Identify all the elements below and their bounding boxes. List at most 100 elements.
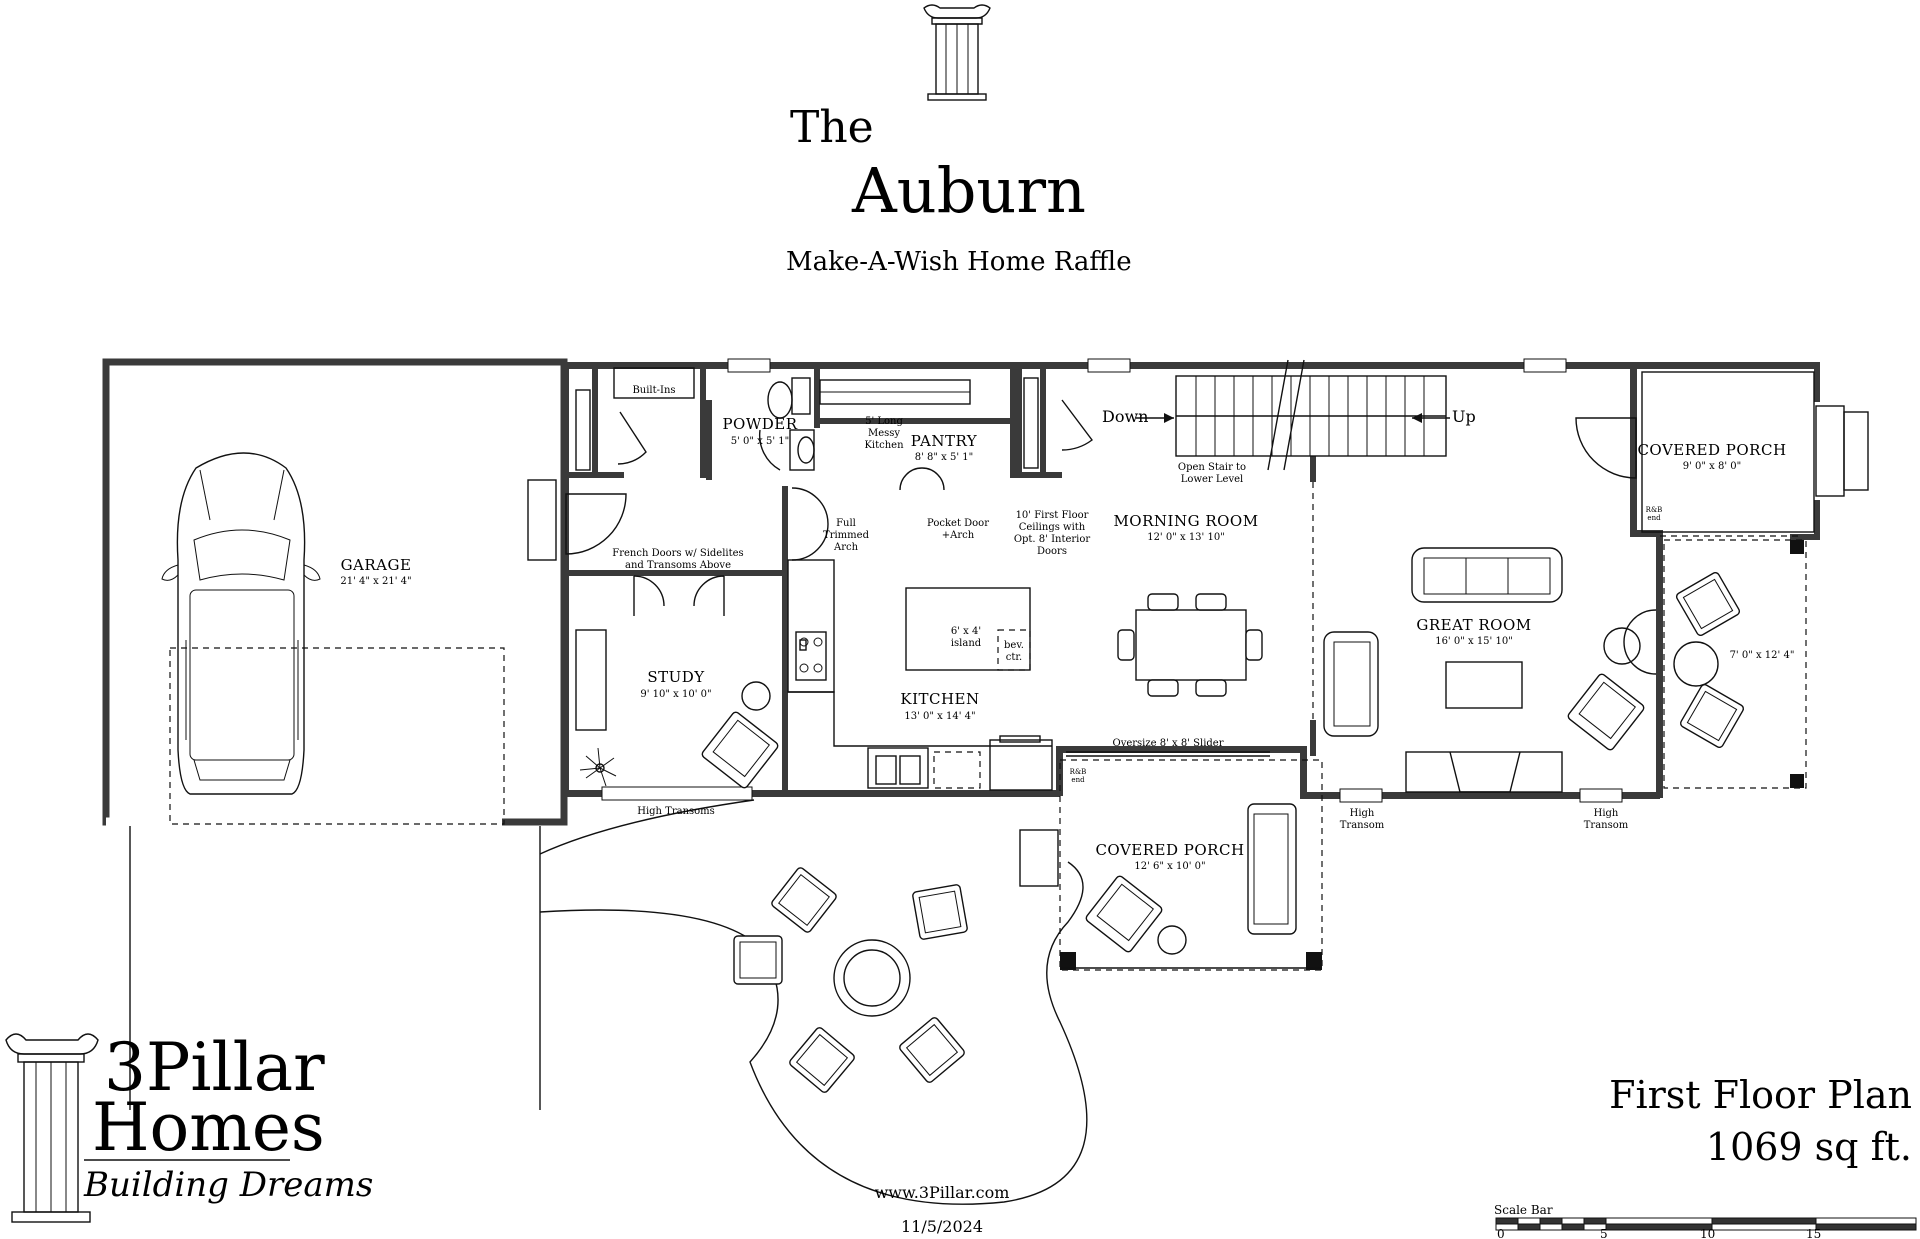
high-transom-1-line1: High bbox=[1350, 808, 1375, 819]
slider-door bbox=[1066, 751, 1270, 757]
messy-kitchen-line1: 5' Long bbox=[865, 416, 903, 427]
logo-tagline: Building Dreams bbox=[83, 1165, 373, 1205]
rail-end-2-line2: end bbox=[1647, 514, 1661, 522]
garage-dims: 21' 4" x 21' 4" bbox=[340, 576, 411, 587]
great-room-dims: 16' 0" x 15' 10" bbox=[1435, 636, 1513, 647]
dining-chair bbox=[1195, 679, 1227, 697]
scale-tick-5: 5 bbox=[1600, 1227, 1608, 1239]
island-line1: 6' x 4' bbox=[951, 626, 981, 637]
patio bbox=[539, 799, 1088, 1205]
ceilings-line3: Opt. 8' Interior bbox=[1014, 534, 1091, 545]
great-room-furniture bbox=[1323, 547, 1645, 793]
messy-kitchen-line3: Kitchen bbox=[864, 440, 904, 451]
windows bbox=[601, 358, 1623, 803]
pillar-icon bbox=[923, 4, 991, 101]
scale-segment bbox=[1539, 1223, 1563, 1231]
arch-line1: Full bbox=[836, 518, 856, 529]
scale-segment bbox=[1517, 1223, 1541, 1231]
pantry-dims: 8' 8" x 5' 1" bbox=[915, 452, 974, 463]
interior-walls bbox=[566, 367, 1316, 790]
open-stair-line1: Open Stair to bbox=[1178, 462, 1246, 473]
dining-chair bbox=[1195, 593, 1227, 611]
scale-segment bbox=[1711, 1223, 1817, 1231]
scale-tick-0: 0 bbox=[1497, 1227, 1505, 1239]
patio-chair bbox=[789, 1027, 855, 1093]
bev-line2: ctr. bbox=[1006, 652, 1022, 663]
kitchen-label: KITCHEN bbox=[900, 690, 979, 708]
dining-chair bbox=[1117, 629, 1135, 661]
scale-segment bbox=[1561, 1217, 1585, 1225]
kitchen-dims: 13' 0" x 14' 4" bbox=[904, 711, 975, 722]
high-transom-2-line2: Transom bbox=[1584, 820, 1629, 831]
scale-segment bbox=[1561, 1223, 1585, 1231]
scale-segment bbox=[1539, 1217, 1563, 1225]
arch-line3: Arch bbox=[833, 542, 859, 553]
dining-table bbox=[1117, 593, 1263, 697]
footer-date: 11/5/2024 bbox=[901, 1217, 983, 1236]
patio-chair bbox=[899, 1017, 965, 1083]
rear-porch-dims: 9' 0" x 8' 0" bbox=[1683, 461, 1742, 472]
pantry-label: PANTRY bbox=[911, 432, 978, 450]
morning-room-label: MORNING ROOM bbox=[1113, 512, 1258, 530]
scale-segment bbox=[1815, 1223, 1917, 1231]
title-prefix: The bbox=[790, 102, 874, 153]
fire-pit-icon bbox=[833, 939, 911, 1017]
scale-tick-10: 10 bbox=[1700, 1227, 1715, 1239]
messy-kitchen-line2: Messy bbox=[868, 428, 900, 439]
logo-pillar-icon bbox=[5, 1033, 99, 1223]
logo-line1: 3Pillar bbox=[104, 1029, 325, 1106]
scale-bar: Scale Bar 0 5 10 15 bbox=[1494, 1203, 1917, 1239]
plan-label-line1: First Floor Plan bbox=[1609, 1073, 1912, 1117]
toilet-icon bbox=[767, 377, 811, 419]
island-line2: island bbox=[951, 638, 982, 649]
rail-end-2-line1: R&B bbox=[1646, 506, 1663, 514]
front-porch-dims: 12' 6" x 10' 0" bbox=[1134, 861, 1205, 872]
pocket-door-line1: Pocket Door bbox=[927, 518, 989, 529]
french-doors-line1: French Doors w/ Sidelites bbox=[612, 548, 743, 559]
plant-icon bbox=[579, 747, 617, 787]
study-dims: 9' 10" x 10' 0" bbox=[640, 689, 711, 700]
slider-note: Oversize 8' x 8' Slider bbox=[1113, 738, 1224, 749]
patio-chair bbox=[912, 884, 968, 940]
powder-label: POWDER bbox=[722, 415, 797, 433]
scale-segment bbox=[1815, 1217, 1917, 1225]
scale-tick-15: 15 bbox=[1806, 1227, 1821, 1239]
side-porch bbox=[1663, 539, 1807, 789]
dashed-openings bbox=[1312, 482, 1800, 720]
scale-segment bbox=[1495, 1217, 1519, 1225]
dining-chair bbox=[1147, 679, 1179, 697]
ceilings-line4: Doors bbox=[1037, 546, 1067, 557]
ceilings-line1: 10' First Floor bbox=[1016, 510, 1089, 521]
rear-porch-label: COVERED PORCH bbox=[1637, 441, 1786, 459]
built-ins-note: Built-Ins bbox=[632, 385, 675, 396]
plan-label-line2: 1069 sq ft. bbox=[1706, 1125, 1912, 1169]
footer-url: www.3Pillar.com bbox=[875, 1183, 1010, 1202]
title-subtitle: Make-A-Wish Home Raffle bbox=[786, 247, 1132, 277]
front-covered-porch bbox=[1019, 759, 1323, 971]
rail-end-1-line1: R&B bbox=[1070, 768, 1087, 776]
pocket-door-line2: +Arch bbox=[942, 530, 975, 541]
logo-line2: Homes bbox=[92, 1089, 325, 1166]
bev-line1: bev. bbox=[1004, 640, 1024, 651]
company-logo: 3Pillar Homes Building Dreams bbox=[5, 1029, 373, 1223]
scale-segment bbox=[1711, 1217, 1817, 1225]
patio-chair bbox=[771, 867, 837, 933]
high-transom-1-line2: Transom bbox=[1340, 820, 1385, 831]
high-transoms-note: High Transoms bbox=[637, 806, 715, 817]
scale-bar-label: Scale Bar bbox=[1494, 1203, 1553, 1217]
patio-chair bbox=[733, 935, 783, 985]
high-transom-2-line1: High bbox=[1594, 808, 1619, 819]
scale-segment bbox=[1605, 1217, 1713, 1225]
ceilings-line2: Ceilings with bbox=[1019, 522, 1086, 533]
morning-room-dims: 12' 0" x 13' 10" bbox=[1147, 532, 1225, 543]
french-doors-line2: and Transoms Above bbox=[625, 560, 731, 571]
scale-segment bbox=[1517, 1217, 1541, 1225]
car-icon bbox=[161, 452, 321, 795]
powder-dims: 5' 0" x 5' 1" bbox=[731, 436, 790, 447]
study-furniture bbox=[575, 629, 779, 789]
rail-end-1-line2: end bbox=[1071, 776, 1085, 784]
scale-segment bbox=[1605, 1223, 1713, 1231]
down-note: Down bbox=[1102, 407, 1148, 426]
sink-icon bbox=[789, 429, 815, 471]
